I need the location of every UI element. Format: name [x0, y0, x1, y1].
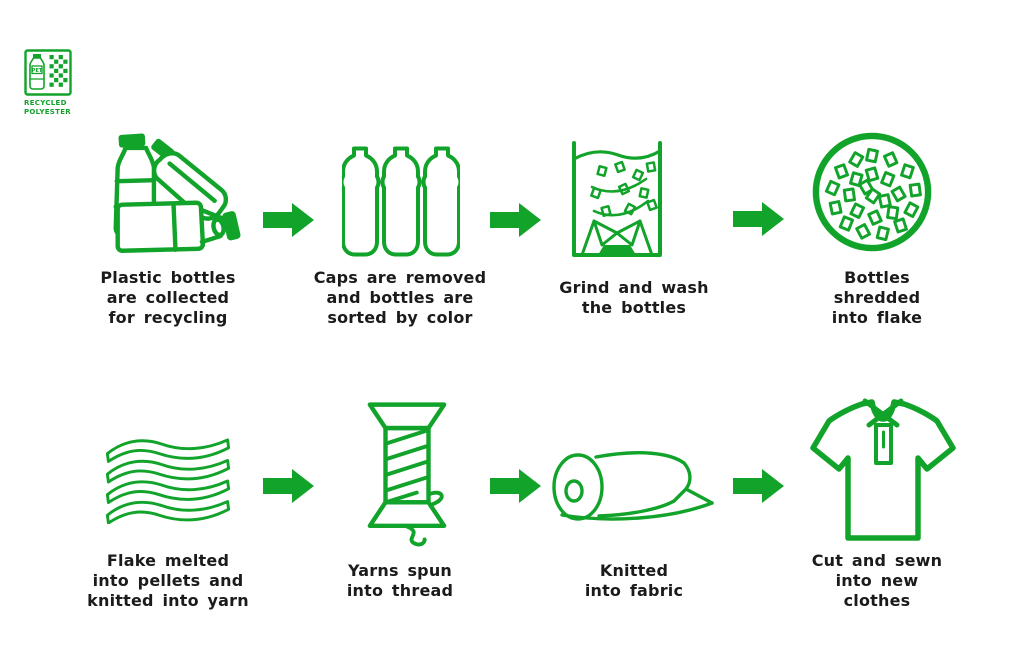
polo-shirt-icon [806, 392, 960, 546]
thread-spool-icon [364, 400, 450, 548]
step-label-sorted: Caps are removed and bottles are sorted … [313, 268, 487, 327]
arrow-right-icon [733, 201, 785, 237]
checkerboard-pattern [49, 55, 68, 87]
grind-wash-tank-icon [568, 137, 666, 259]
arrow-right-icon [263, 202, 315, 238]
pet-bottle-checker-logo-icon: PET [24, 49, 72, 96]
fabric-roll-icon [550, 445, 716, 529]
capless-sorted-bottles-icon [342, 141, 460, 263]
step-label-shredded: Bottles shredded into flake [831, 268, 923, 327]
step-label-cut-sewn: Cut and sewn into new clothes [811, 551, 943, 610]
arrow-right-icon [490, 202, 542, 238]
step-label-melted: Flake melted into pellets and knitted in… [87, 551, 249, 610]
logo-title-line2: POLYESTER [24, 107, 71, 116]
step-label-spun: Yarns spun into thread [346, 561, 454, 600]
logo-pet-label: PET [32, 68, 43, 74]
arrow-right-icon [263, 468, 315, 504]
plastic-bottles-pile-icon [103, 128, 245, 254]
melted-ribbons-icon [103, 438, 233, 524]
step-label-collected: Plastic bottles are collected for recycl… [100, 268, 236, 327]
step-label-knitted: Knitted into fabric [584, 561, 684, 600]
step-label-grind-wash: Grind and wash the bottles [559, 278, 709, 317]
arrow-right-icon [733, 468, 785, 504]
logo-title-line1: RECYCLED [24, 99, 67, 107]
arrow-right-icon [490, 468, 542, 504]
shredded-flakes-circle-icon [810, 129, 934, 255]
